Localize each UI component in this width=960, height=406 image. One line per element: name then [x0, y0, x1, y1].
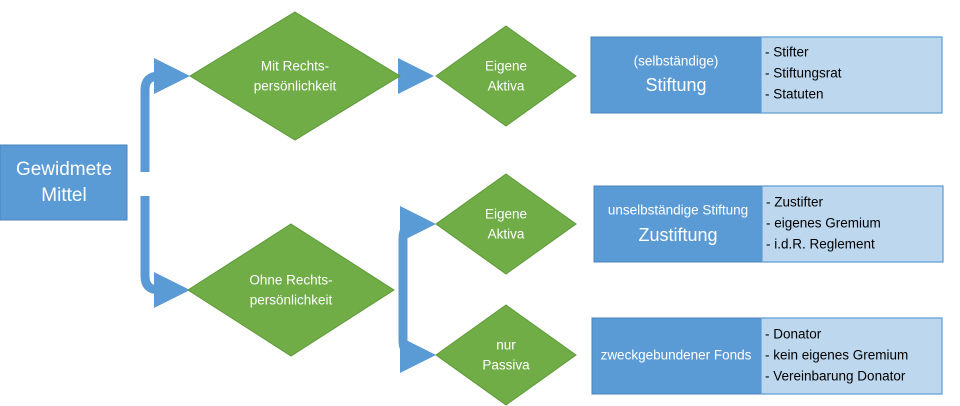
fonds-item: - Donator: [765, 327, 822, 342]
asset-own-mid-diamond: [435, 173, 577, 275]
stiftung-title: Stiftung: [645, 75, 706, 95]
zustiftung-item: - Zustifter: [766, 195, 824, 210]
asset-only-passive-line1: nur: [496, 338, 516, 353]
connectors: [140, 58, 436, 373]
zustiftung-title-box: [593, 185, 763, 263]
asset-only-passive-diamond: [435, 304, 577, 406]
fonds-item: - kein eigenes Gremium: [765, 348, 908, 363]
fonds-item: - Vereinbarung Donator: [765, 369, 906, 384]
zustiftung-title: Zustiftung: [638, 225, 717, 245]
stiftung-title-box: [590, 36, 762, 114]
decision-with-legal-diamond: [189, 11, 401, 141]
asset-own-top-line2: Aktiva: [488, 79, 525, 94]
source-node: Gewidmete Mittel: [0, 144, 128, 221]
arrow-source-to-without-legal: [140, 196, 190, 308]
outcome-fonds: zweckgebundener Fonds - Donator - kein e…: [591, 317, 943, 395]
stiftung-subtitle: (selbständige): [634, 54, 719, 69]
arrow-source-to-with-legal: [140, 58, 190, 172]
asset-only-passive-line2: Passiva: [482, 358, 530, 373]
outcome-stiftung: (selbständige) Stiftung - Stifter - Stif…: [590, 36, 943, 114]
outcome-zustiftung: unselbständige Stiftung Zustiftung - Zus…: [593, 185, 944, 263]
decision-with-legal-line1: Mit Rechts-: [261, 59, 329, 74]
zustiftung-details-box: [761, 185, 944, 263]
source-line1: Gewidmete: [16, 159, 112, 180]
fonds-details-box: [760, 317, 943, 395]
stiftung-item: - Statuten: [765, 87, 824, 102]
source-box: [0, 144, 128, 221]
arrow-without-legal-to-only-passive: [398, 290, 436, 373]
stiftung-details-box: [760, 36, 943, 114]
decision-without-legal-line1: Ohne Rechts-: [249, 273, 332, 288]
source-line2: Mittel: [41, 185, 86, 206]
asset-own-mid-node: Eigene Aktiva: [435, 173, 577, 275]
fonds-title: zweckgebundener Fonds: [601, 348, 752, 363]
zustiftung-item: - i.d.R. Reglement: [766, 237, 875, 252]
decision-without-legal-node: Ohne Rechts- persönlichkeit: [187, 223, 395, 357]
decision-without-legal-diamond: [187, 223, 395, 357]
decision-without-legal-line2: persönlichkeit: [250, 293, 333, 308]
asset-only-passive-node: nur Passiva: [435, 304, 577, 406]
fonds-title-box: [591, 317, 762, 395]
asset-own-top-node: Eigene Aktiva: [435, 25, 577, 127]
decision-with-legal-node: Mit Rechts- persönlichkeit: [189, 11, 401, 141]
asset-own-mid-line1: Eigene: [485, 207, 527, 222]
stiftung-item: - Stifter: [765, 45, 809, 60]
asset-own-top-diamond: [435, 25, 577, 127]
stiftung-item: - Stiftungsrat: [765, 66, 842, 81]
zustiftung-item: - eigenes Gremium: [766, 216, 881, 231]
asset-own-mid-line2: Aktiva: [488, 227, 525, 242]
decision-with-legal-line2: persönlichkeit: [254, 79, 337, 94]
arrow-without-legal-to-own-assets: [398, 206, 436, 290]
zustiftung-subtitle: unselbständige Stiftung: [608, 203, 748, 218]
asset-own-top-line1: Eigene: [485, 59, 527, 74]
